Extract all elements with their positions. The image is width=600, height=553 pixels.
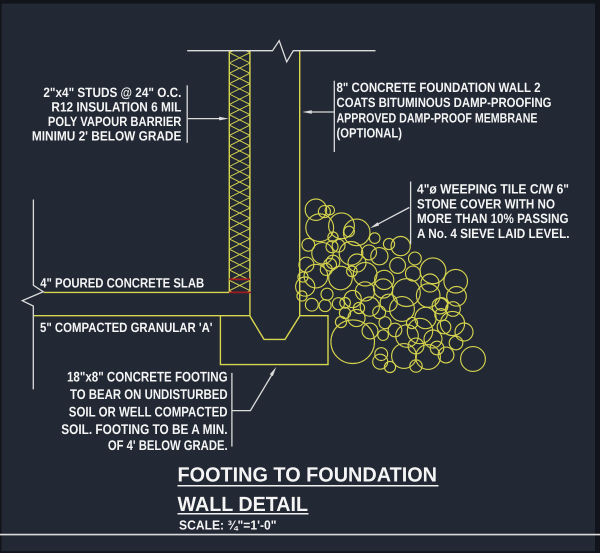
svg-text:WALL DETAIL: WALL DETAIL <box>178 493 309 516</box>
svg-text:4"ø WEEPING TILE C/W 6": 4"ø WEEPING TILE C/W 6" <box>417 182 569 197</box>
svg-text:MORE THAN 10% PASSING: MORE THAN 10% PASSING <box>417 211 569 226</box>
svg-text:FOOTING TO FOUNDATION: FOOTING TO FOUNDATION <box>178 464 438 487</box>
svg-text:2"x4" STUDS @ 24" O.C.: 2"x4" STUDS @ 24" O.C. <box>43 85 181 100</box>
svg-text:OF 4' BELOW GRADE.: OF 4' BELOW GRADE. <box>108 437 228 453</box>
svg-text:SOIL. FOOTING TO BE A MIN.: SOIL. FOOTING TO BE A MIN. <box>61 421 227 437</box>
svg-text:SOIL OR WELL COMPACTED: SOIL OR WELL COMPACTED <box>69 404 228 420</box>
svg-text:(OPTIONAL): (OPTIONAL) <box>337 126 403 141</box>
svg-text:APPROVED DAMP-PROOF MEMBRANE: APPROVED DAMP-PROOF MEMBRANE <box>337 110 538 125</box>
svg-text:8" CONCRETE FOUNDATION WALL 2: 8" CONCRETE FOUNDATION WALL 2 <box>337 80 541 95</box>
svg-text:R12 INSULATION 6 MIL: R12 INSULATION 6 MIL <box>51 100 181 115</box>
svg-text:18"x8" CONCRETE FOOTING: 18"x8" CONCRETE FOOTING <box>67 369 228 385</box>
svg-text:A No. 4 SIEVE LAID LEVEL.: A No. 4 SIEVE LAID LEVEL. <box>417 226 570 241</box>
svg-text:SCALE: ¾"=1'-0": SCALE: ¾"=1'-0" <box>179 518 277 533</box>
svg-text:STONE COVER WITH NO: STONE COVER WITH NO <box>417 196 555 211</box>
svg-text:POLY VAPOUR BARRIER: POLY VAPOUR BARRIER <box>48 114 182 129</box>
svg-text:MINIMU 2' BELOW GRADE: MINIMU 2' BELOW GRADE <box>32 129 182 144</box>
svg-text:5" COMPACTED GRANULAR 'A': 5" COMPACTED GRANULAR 'A' <box>40 320 213 335</box>
svg-text:TO BEAR ON UNDISTURBED: TO BEAR ON UNDISTURBED <box>70 386 228 402</box>
svg-text:4" POURED CONCRETE SLAB: 4" POURED CONCRETE SLAB <box>40 276 204 291</box>
svg-text:COATS BITUMINOUS DAMP-PROOFING: COATS BITUMINOUS DAMP-PROOFING <box>337 95 552 110</box>
